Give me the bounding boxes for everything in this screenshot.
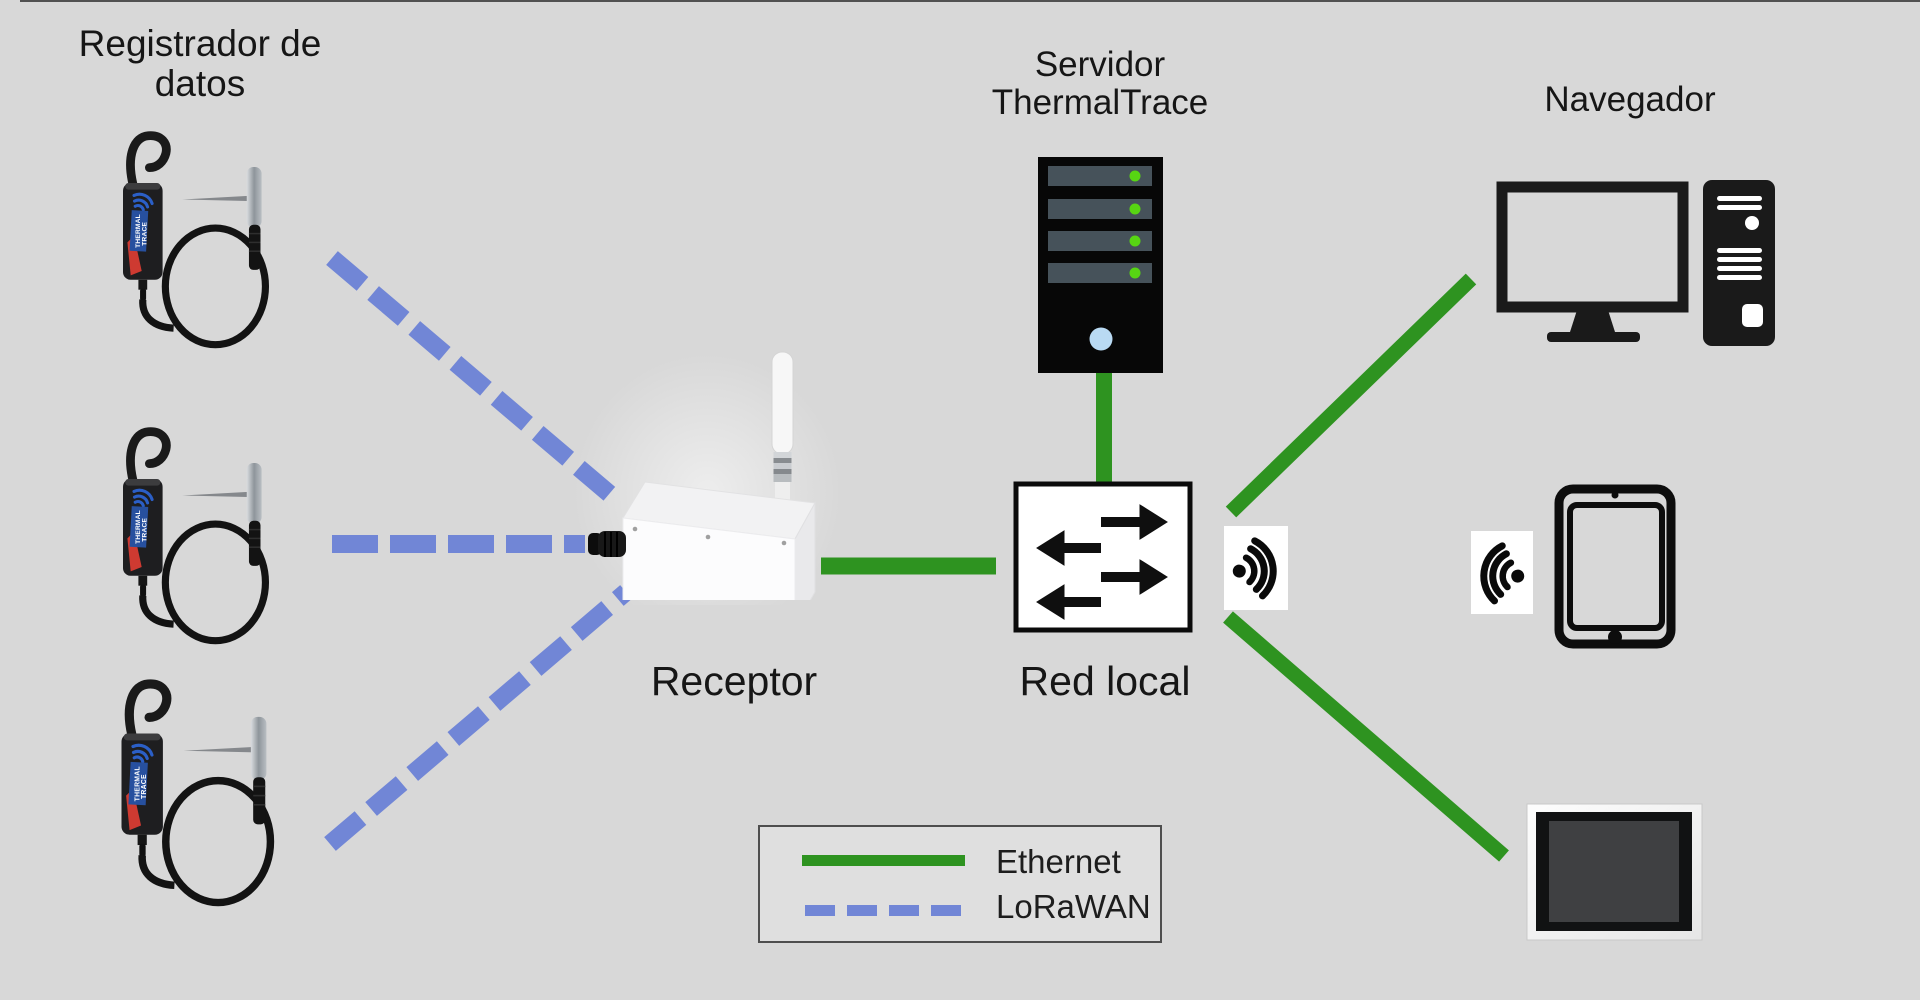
datalogger-icon xyxy=(122,684,271,903)
receiver-icon xyxy=(588,351,816,600)
top-edge-line xyxy=(20,0,1920,2)
dataloggers-label-line1: Registrador de xyxy=(78,23,322,64)
legend-ethernet-line xyxy=(802,855,965,866)
tablet-icon xyxy=(1554,484,1676,649)
datalogger-icon xyxy=(123,136,265,345)
wifi-icon xyxy=(1224,526,1288,610)
server-label-line1: Servidor xyxy=(1034,45,1166,84)
lorawan-link-top xyxy=(326,251,618,503)
desktop-icon xyxy=(1496,180,1775,346)
dataloggers-label: Registrador de datos xyxy=(40,24,360,104)
local-network-label: Red local xyxy=(1019,658,1191,704)
legend-lorawan-line xyxy=(805,905,961,916)
server-label: Servidor ThermalTrace xyxy=(950,46,1250,122)
dataloggers-label-line2: datos xyxy=(154,63,246,104)
receiver-label: Receptor xyxy=(650,658,818,704)
server-label-line2: ThermalTrace xyxy=(991,83,1209,122)
display-panel-icon xyxy=(1526,803,1703,941)
legend: Ethernet LoRaWAN xyxy=(758,825,1162,943)
switch-icon xyxy=(1013,481,1193,633)
wifi-icon xyxy=(1471,531,1533,614)
server-icon xyxy=(1038,157,1163,373)
ethernet-link-switch-desktop xyxy=(1225,273,1477,518)
legend-lorawan-label: LoRaWAN xyxy=(996,888,1151,925)
browser-label: Navegador xyxy=(1544,80,1716,119)
datalogger-icon xyxy=(123,432,265,641)
legend-ethernet-label: Ethernet xyxy=(996,843,1121,880)
datalogger-group: THERMAL TRACE xyxy=(100,110,300,950)
ethernet-link-switch-panel xyxy=(1223,611,1509,862)
lorawan-link-bottom xyxy=(324,585,632,851)
